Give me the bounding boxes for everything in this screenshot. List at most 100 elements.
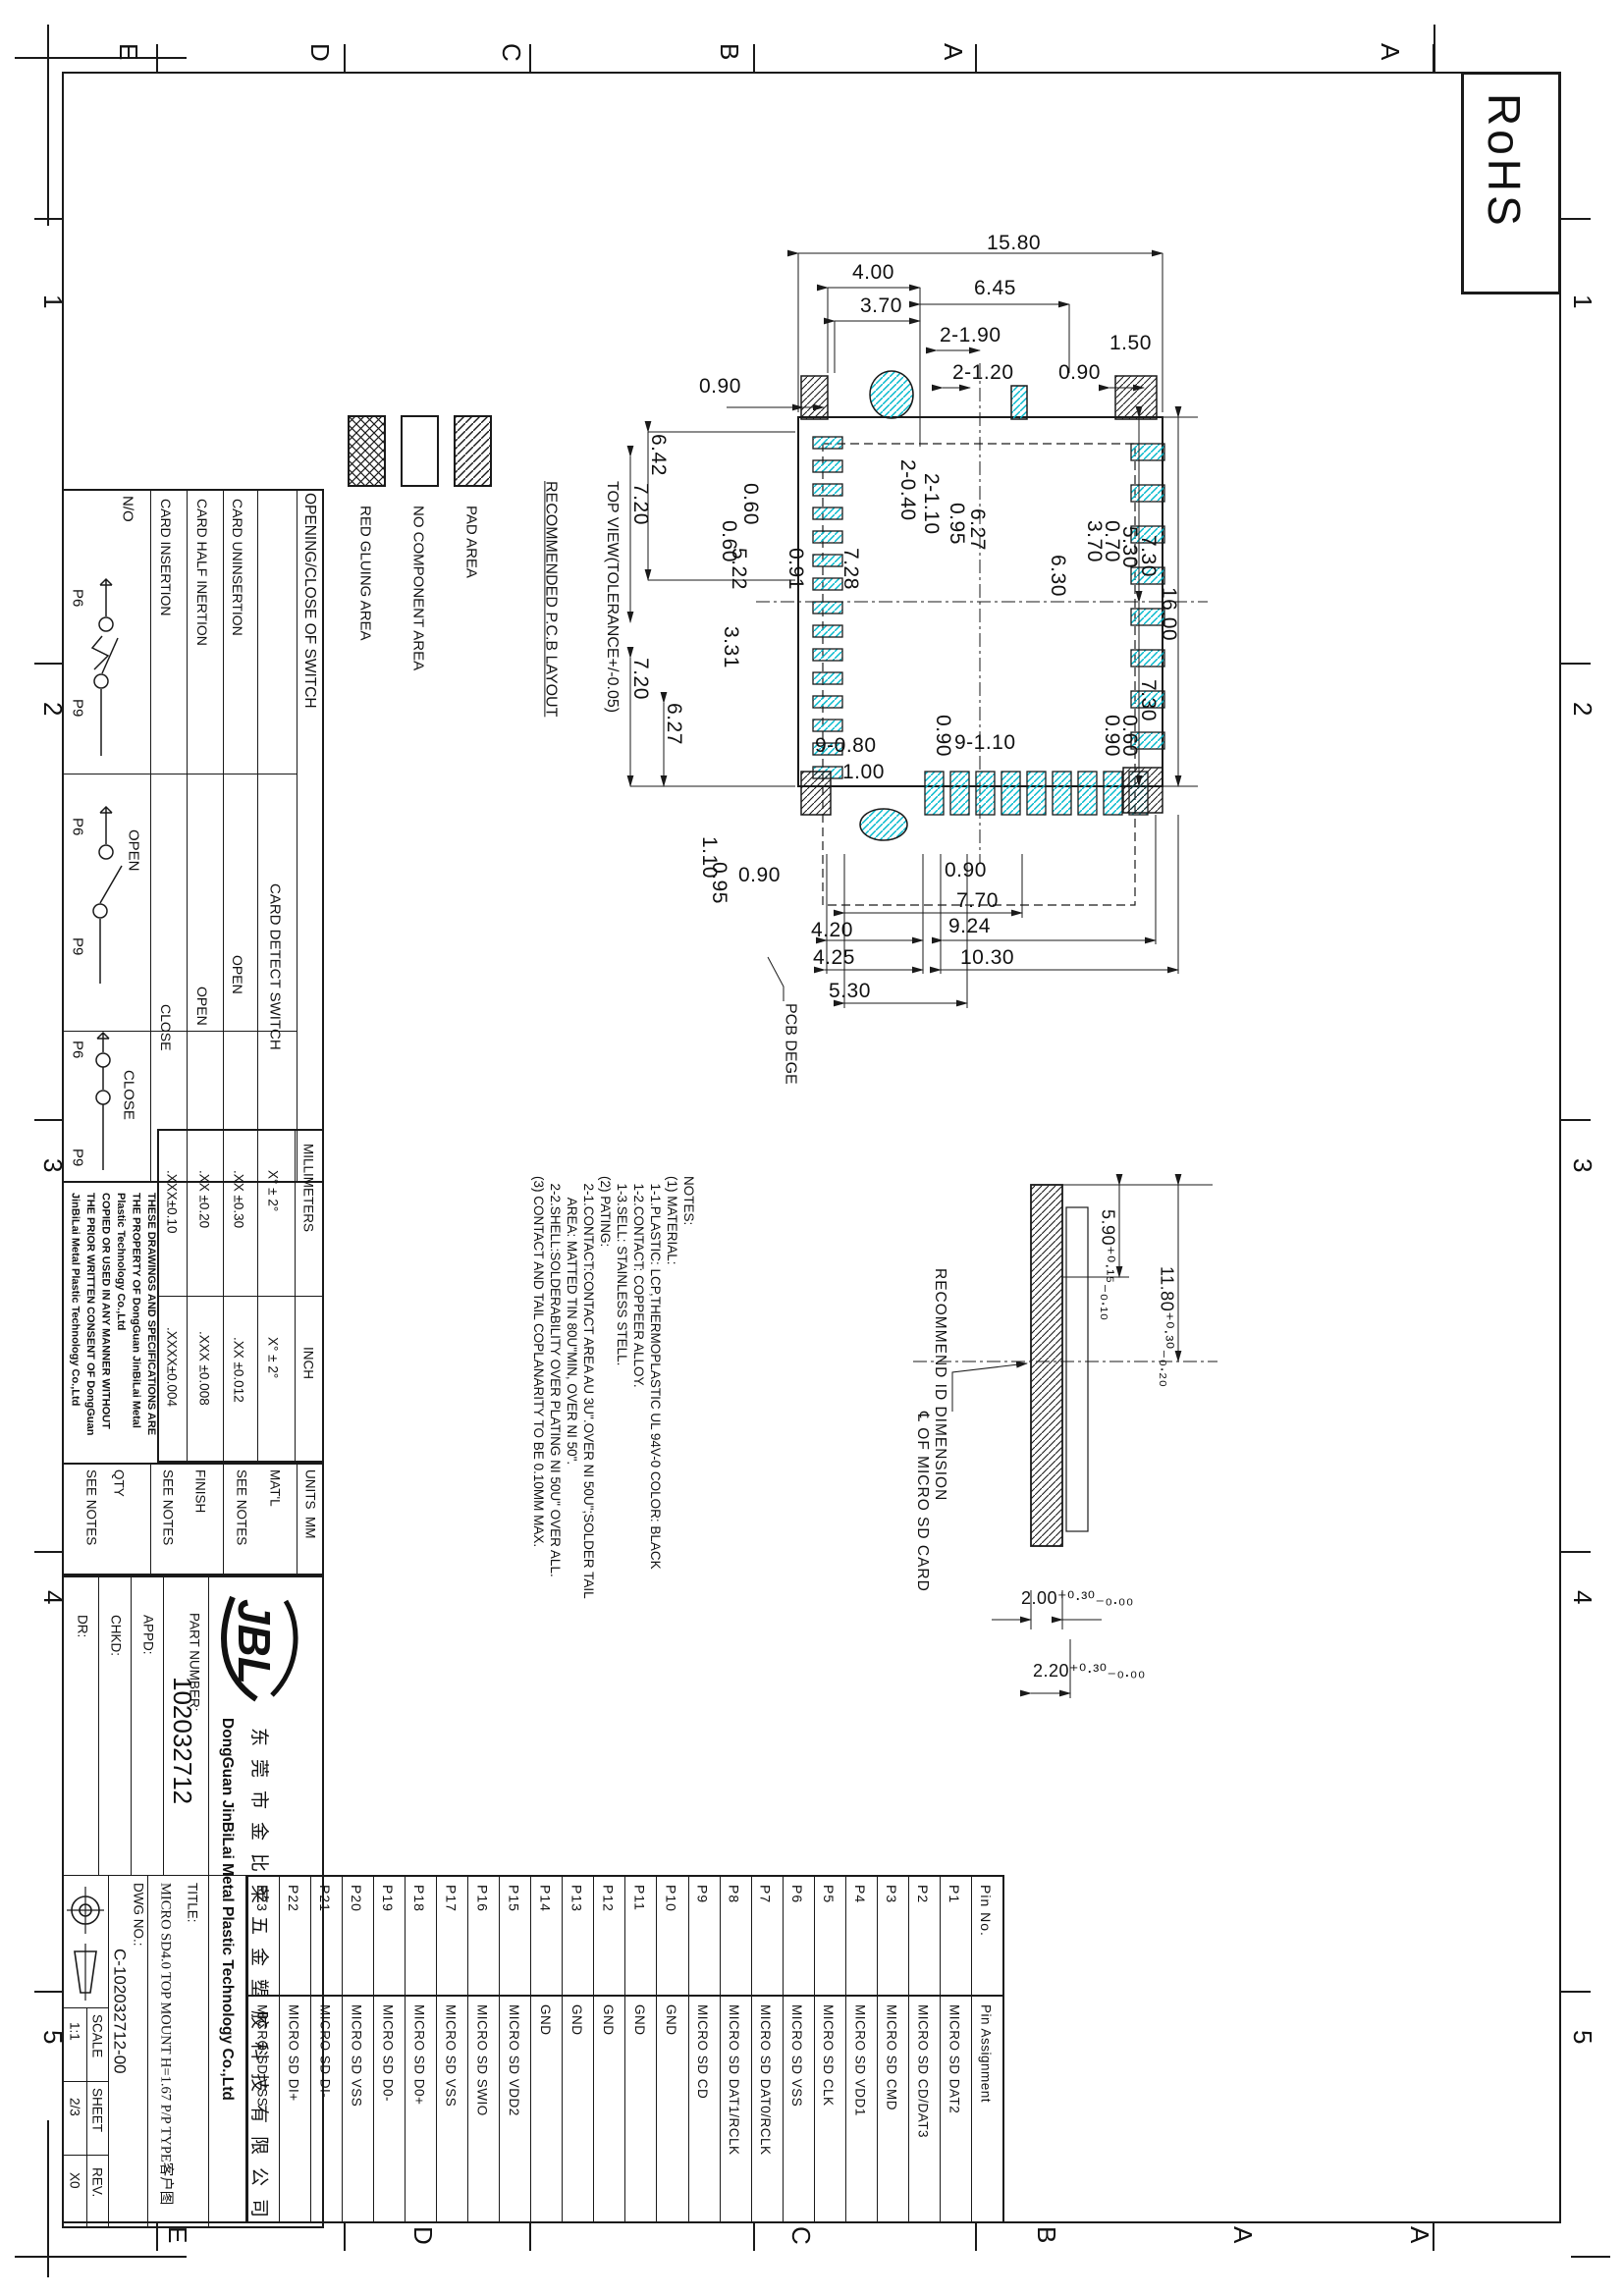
pin-no: P6: [788, 1885, 805, 1904]
dim-2-1.10: 2-1.10: [920, 473, 944, 535]
grid-number-right: 4: [1567, 1590, 1597, 1605]
switch-state-close: CLOSE: [120, 1070, 137, 1120]
grid-tick: [156, 44, 158, 72]
dim-0.60: 0.60: [718, 520, 741, 562]
pin-signal: MICRO SD DI+: [286, 2004, 301, 2102]
pin-no: P9: [694, 1885, 711, 1904]
grid-letter-top: A: [1375, 43, 1405, 61]
dim-7.30: 7.30: [1137, 535, 1161, 577]
jbl-logo: JBL: [221, 1592, 298, 1710]
grid-letter-bottom: C: [785, 2226, 816, 2245]
trim-mark: [15, 2256, 187, 2258]
fine-print-line: Plastic Technology Co.,Ltd: [115, 1193, 127, 1331]
dim-6.27: 6.27: [663, 703, 686, 745]
switch-row-label: CARD UNINSERTION: [230, 499, 246, 636]
dim-5.22: 5.22: [728, 548, 751, 590]
recommend-title: RECOMMEND ID DIMENSION: [931, 1268, 948, 1502]
dim-0.60: 0.60: [739, 483, 763, 525]
p6-label: P6: [69, 818, 86, 836]
pin-signal: MICRO SD CLK: [821, 2004, 837, 2107]
grid-letter-bottom: A: [1227, 2226, 1258, 2244]
grid-letter-bottom: B: [1031, 2226, 1061, 2244]
dim-7.70: 7.70: [956, 889, 999, 912]
grid-number-left: 4: [37, 1590, 68, 1605]
notes-line: (2) PATING:: [598, 1176, 613, 1248]
p9-label: P9: [69, 1148, 86, 1167]
pin-no: P18: [411, 1885, 428, 1912]
pcb-layout-caption: TOP VIEW(TOLERANCE+/-0.05) RECOMMENDED P…: [542, 481, 621, 718]
switch-diagram-closed: [95, 1031, 111, 1170]
switch-row-label: CARD INSERTION: [158, 499, 175, 616]
grid-tick: [344, 2223, 346, 2251]
grid-letter-top: C: [496, 43, 526, 62]
grid-tick: [156, 2223, 158, 2251]
dr-label: DR:: [75, 1615, 90, 1638]
sheet-value: 2/3: [67, 2098, 82, 2116]
pin-no: P1: [947, 1885, 962, 1904]
pin-no: P15: [506, 1885, 522, 1912]
tol-cell: .XX ±0.012: [231, 1337, 246, 1403]
trim-mark: [47, 25, 49, 226]
grid-number-right: 2: [1567, 702, 1597, 717]
pin-no: P21: [317, 1885, 334, 1912]
rev-label: REV.: [89, 2167, 105, 2198]
grid-tick: [1561, 663, 1591, 665]
part-number-label: PART NUMBER:: [187, 1613, 202, 1712]
dim-6.45: 6.45: [974, 277, 1016, 299]
chkd-label: CHKD:: [108, 1615, 124, 1657]
dim-0.90: 0.90: [932, 715, 955, 757]
dim-3.70: 3.70: [860, 294, 902, 317]
pin-no: P3: [883, 1885, 899, 1904]
dim-16.00: 16.00: [1158, 587, 1181, 642]
legend-label-red-gluing: RED GLUING AREA: [356, 506, 374, 641]
dim-6.27: 6.27: [966, 508, 990, 551]
grid-number-left: 1: [37, 294, 68, 309]
switch-diagram-open: [92, 805, 123, 984]
company-name-en: DongGuan JinBiLai Metal Plastic Technolo…: [218, 1718, 236, 2101]
pin-no: P17: [443, 1885, 460, 1912]
tol-header-mm: MILLIMETERS: [300, 1144, 316, 1233]
dim-7.28: 7.28: [839, 548, 863, 590]
pin-no: P13: [568, 1885, 585, 1912]
dwg-no-label: DWG NO.:: [131, 1883, 146, 1947]
pin-signal: MICRO SD DI-: [317, 2004, 333, 2099]
card-centerline-label: ℄ OF MICRO SD CARD: [913, 1412, 931, 1592]
pin-signal: GND: [664, 2004, 678, 2036]
dim-6.42: 6.42: [647, 434, 671, 476]
finish-label: FINISH: [192, 1469, 208, 1514]
grid-number-right: 3: [1567, 1158, 1597, 1173]
title-value: MICRO SD4.0 TOP MOUNT H=1.67 P/P TYPE客户图: [157, 1883, 174, 2206]
svg-text:JBL: JBL: [229, 1599, 280, 1684]
company-name-cn: 东莞市金比莱五金塑胶科技有限公司: [247, 1728, 269, 2231]
finish-value: SEE NOTES: [160, 1469, 176, 1546]
dim-9-1.10: 9-1.10: [954, 731, 1016, 754]
dim-11.80: 11.80⁺⁰·³⁰₋₀.₂₀: [1157, 1266, 1177, 1388]
title-block: [62, 1575, 324, 2228]
pin-no: P5: [820, 1885, 837, 1904]
dim-0.90: 0.90: [738, 864, 781, 886]
pin-signal: MICRO SD D0+: [411, 2004, 427, 2106]
dim-5.30: 5.30: [1118, 526, 1142, 568]
notes-line: NOTES:: [681, 1176, 696, 1226]
rohs-label: RoHS: [1478, 93, 1530, 230]
dim-4.00: 4.00: [852, 261, 894, 284]
grid-tick: [975, 2223, 977, 2251]
pcb-edge-label: PCB DEGE: [782, 1003, 799, 1085]
notes-line: 1-1.PLASTIC: LCP,THERMOPLASTIC UL 94V-0 …: [648, 1176, 663, 1570]
dim-2-1.20: 2-1.20: [952, 361, 1014, 384]
grid-tick: [344, 44, 346, 72]
p6-label: P6: [69, 589, 86, 608]
notes-line: 2-2.SHELL:SOLDERABILITY OVER PLATING NI …: [548, 1176, 563, 1577]
grid-tick: [529, 2223, 531, 2251]
dim-0.90: 0.90: [699, 375, 741, 398]
notes-line: 1-3.SELL: STAINLESS STELL.: [615, 1176, 629, 1366]
fine-print-line: THE PROPERTY OF DongGuan JinBiLai Metal: [130, 1193, 142, 1428]
pin-signal: MICRO SD CMD: [884, 2004, 899, 2110]
pin-signal: MICRO SD VDD2: [506, 2004, 521, 2116]
